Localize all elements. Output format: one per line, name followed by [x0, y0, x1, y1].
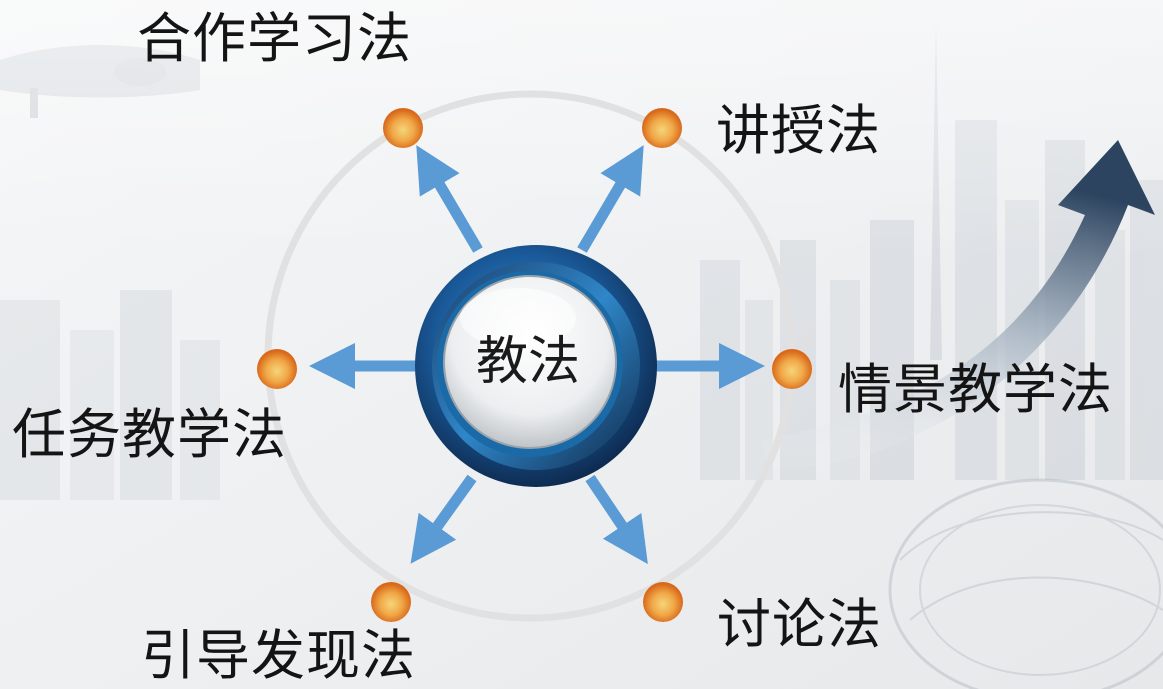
node-lecture — [642, 108, 682, 148]
arrow-guided-discovery — [410, 474, 477, 564]
stadium-decoration — [888, 478, 1163, 689]
method-label-lecture: 讲授法 — [716, 99, 881, 162]
method-label-task-based: 任务教学法 — [12, 403, 287, 466]
growth-curve-arrow — [760, 140, 1155, 470]
arrows — [308, 145, 766, 565]
node-guided-discovery — [371, 582, 411, 622]
method-label-situational: 情景教学法 — [838, 358, 1113, 421]
method-label-guided-discovery: 引导发现法 — [141, 624, 416, 687]
arrow-cooperative — [416, 145, 483, 253]
center-hub — [415, 245, 657, 487]
center-label: 教法 — [475, 332, 580, 392]
sky-haze — [0, 0, 1163, 260]
method-label-cooperative: 合作学习法 — [137, 7, 412, 70]
nodes — [257, 108, 812, 622]
arrow-discussion — [585, 474, 648, 565]
arrow-lecture — [577, 145, 644, 253]
node-cooperative — [383, 108, 423, 148]
node-task-based — [257, 349, 297, 389]
node-situational — [772, 349, 812, 389]
node-discussion — [643, 582, 683, 622]
method-label-discussion: 讨论法 — [717, 593, 882, 656]
